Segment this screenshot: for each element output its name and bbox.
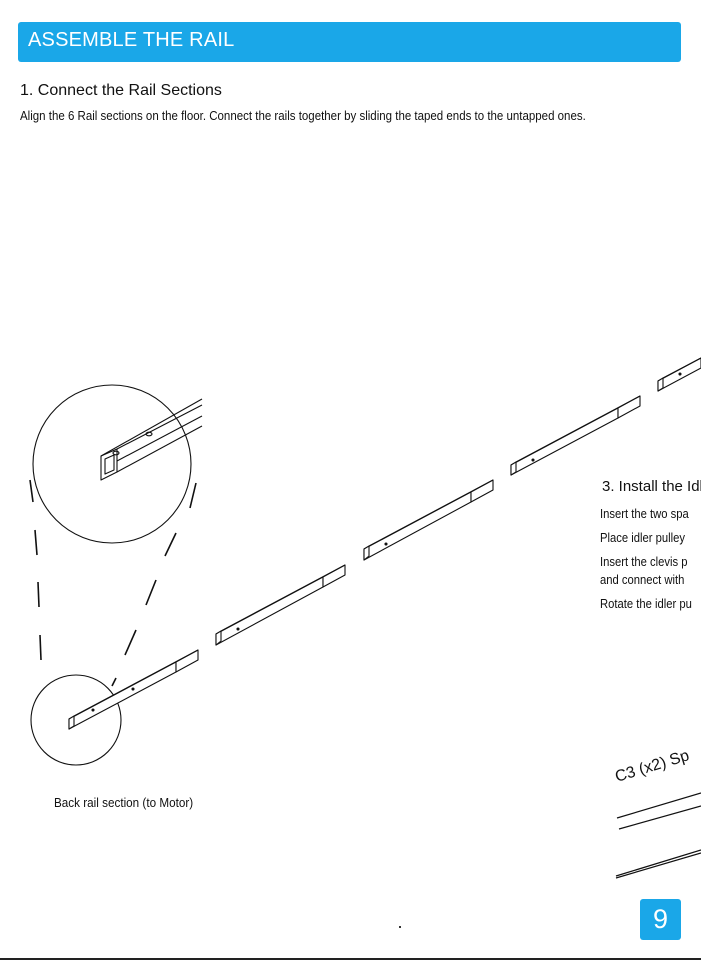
spacer-bars	[615, 792, 701, 879]
rail-section-4	[510, 395, 641, 476]
rail-section-caption: Back rail section (to Motor)	[54, 795, 194, 810]
step3-line-4: and connect with	[600, 573, 685, 587]
page-number-badge: 9	[640, 899, 681, 940]
detail-source-circle	[30, 674, 122, 766]
magnified-rail-end	[100, 398, 203, 481]
rail-section-2	[215, 564, 346, 646]
rail-section-1	[68, 649, 199, 730]
step3-line-5: Rotate the idler pu	[600, 597, 692, 611]
step3-line-3: Insert the clevis p	[600, 555, 688, 569]
step1-instructions: Align the 6 Rail sections on the floor. …	[20, 109, 586, 123]
section-header-banner: ASSEMBLE THE RAIL	[18, 22, 681, 62]
section-title: ASSEMBLE THE RAIL	[28, 29, 235, 51]
step3-line-1: Insert the two spa	[600, 507, 689, 521]
footer-rule	[0, 958, 701, 960]
step1-title: 1. Connect the Rail Sections	[20, 82, 222, 99]
step3-title: 3. Install the Idl	[602, 478, 701, 495]
step3-line-2: Place idler pulley	[600, 531, 686, 545]
zoom-connector-lines	[29, 479, 197, 687]
footer-dot	[399, 926, 401, 928]
rail-section-3	[363, 479, 494, 561]
rail-section-5	[657, 357, 701, 392]
detail-zoom-circle	[32, 384, 192, 544]
